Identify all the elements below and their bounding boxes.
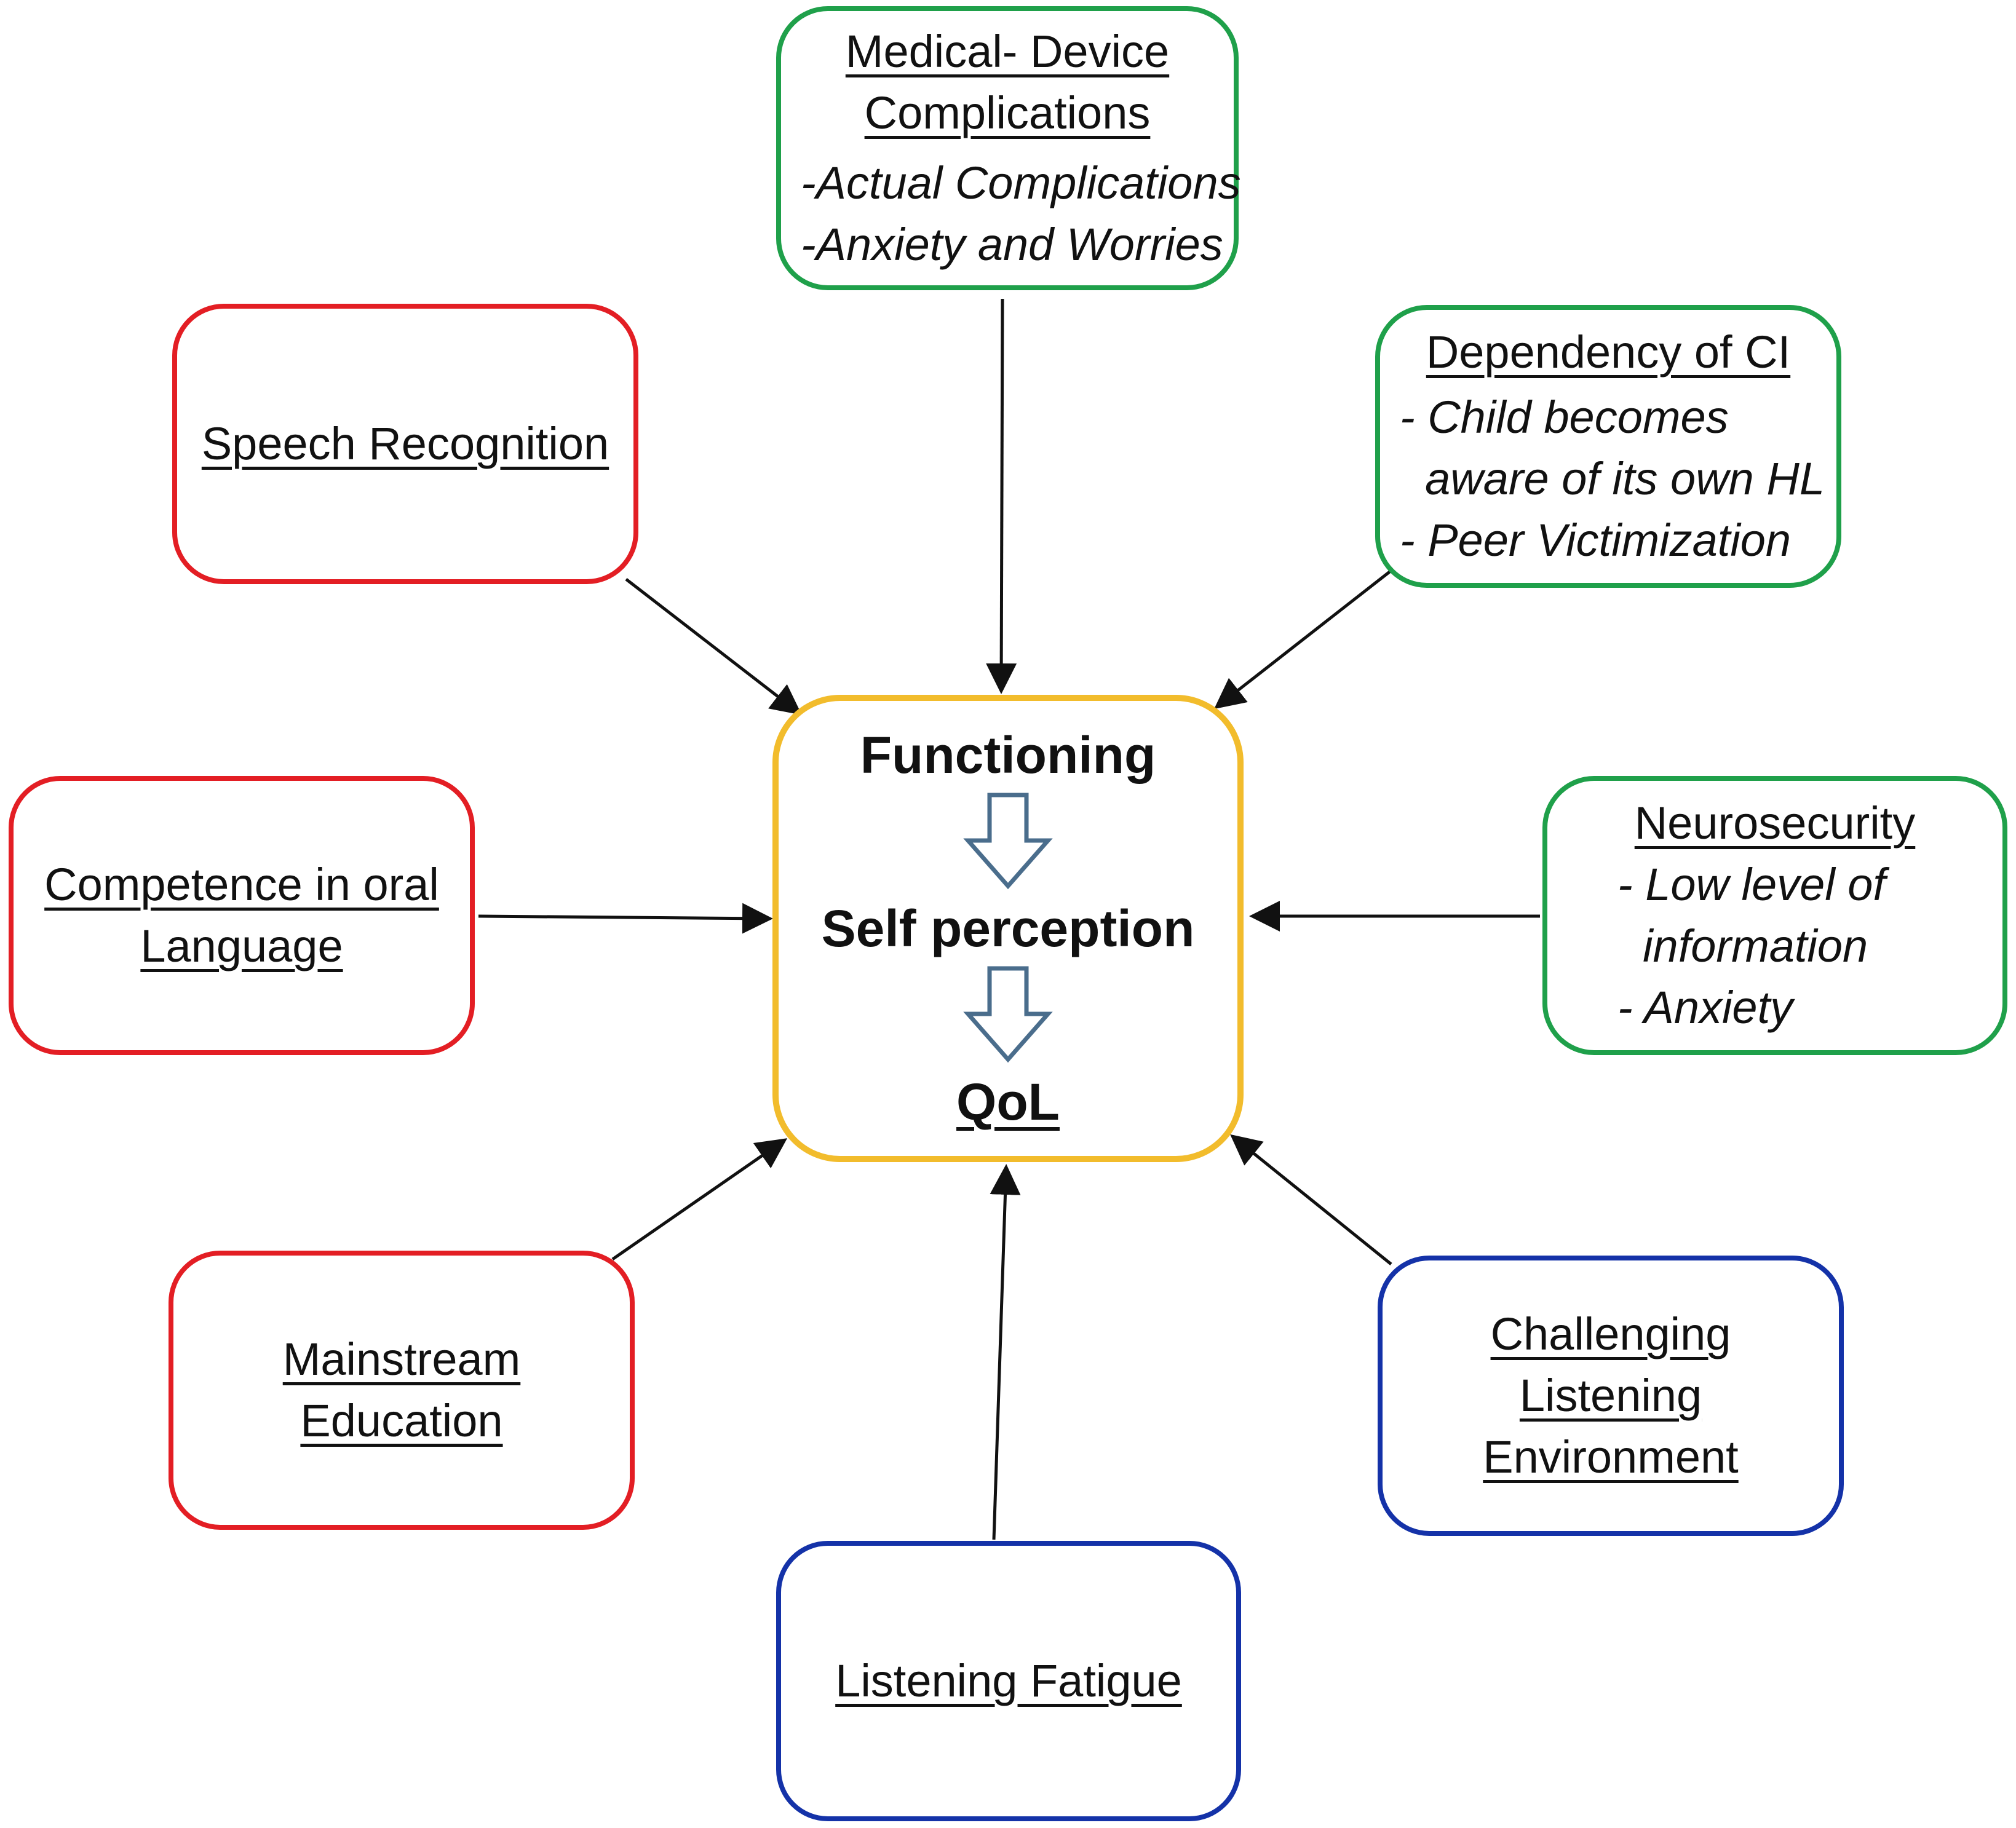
arrow-dependency bbox=[1214, 569, 1392, 710]
challenging-title-1: Challenging bbox=[1490, 1308, 1731, 1359]
neurosecurity-item: information bbox=[1617, 920, 1868, 971]
neurosecurity-title: Neurosecurity bbox=[1634, 797, 1916, 849]
self-perception-label: Self perception bbox=[821, 900, 1195, 957]
medical-device-title-1: Medical- Device bbox=[845, 26, 1170, 77]
neurosecurity-box: Neurosecurity - Low level of information… bbox=[1542, 776, 2007, 1055]
listening-fatigue-title: Listening Fatigue bbox=[835, 1655, 1182, 1706]
challenging-listening-box: Challenging Listening Environment bbox=[1378, 1256, 1844, 1536]
oral-language-box: Competence in oral Language bbox=[9, 776, 475, 1055]
oral-language-title-2: Language bbox=[140, 920, 343, 971]
neurosecurity-item: - Anxiety bbox=[1617, 982, 1793, 1033]
dependency-items: - Child becomes aware of its own HL - Pe… bbox=[1389, 387, 1825, 571]
down-arrow-icon bbox=[963, 966, 1053, 1063]
speech-recognition-box: Speech Recognition bbox=[172, 304, 638, 584]
arrow-mainstream bbox=[611, 1138, 788, 1261]
dependency-title: Dependency of CI bbox=[1426, 326, 1791, 378]
arrow-medical-device bbox=[986, 298, 1017, 694]
arrow-challenging bbox=[1230, 1134, 1392, 1265]
dependency-item: - Child becomes bbox=[1400, 392, 1729, 443]
medical-device-complications-box: Medical- Device Complications -Actual Co… bbox=[776, 6, 1241, 290]
listening-fatigue-box: Listening Fatigue bbox=[776, 1541, 1241, 1821]
oral-language-title-1: Competence in oral bbox=[44, 859, 439, 910]
down-arrow-icon bbox=[963, 793, 1053, 890]
center-box: Functioning Self perception QoL bbox=[772, 695, 1244, 1162]
mainstream-title-1: Mainstream bbox=[282, 1334, 521, 1385]
medical-device-title-2: Complications bbox=[864, 87, 1151, 138]
speech-recognition-title: Speech Recognition bbox=[201, 418, 609, 469]
medical-device-item: -Anxiety and Worries bbox=[801, 219, 1223, 270]
neurosecurity-item: - Low level of bbox=[1617, 859, 1886, 910]
arrow-listening-fatigue bbox=[990, 1164, 1021, 1540]
arrow-speech-recognition bbox=[625, 578, 802, 716]
medical-device-items: -Actual Complications -Anxiety and Worri… bbox=[790, 152, 1241, 275]
medical-device-item: -Actual Complications bbox=[801, 157, 1241, 208]
qol-label: QoL bbox=[956, 1073, 1060, 1131]
dependency-item: aware of its own HL bbox=[1400, 453, 1825, 504]
functioning-label: Functioning bbox=[860, 726, 1156, 784]
challenging-title-2: Listening bbox=[1519, 1370, 1702, 1421]
dependency-item: - Peer Victimization bbox=[1400, 515, 1792, 566]
arrow-oral-language bbox=[478, 903, 773, 934]
challenging-title-3: Environment bbox=[1483, 1431, 1739, 1482]
mainstream-title-2: Education bbox=[300, 1395, 503, 1446]
mainstream-education-box: Mainstream Education bbox=[169, 1251, 635, 1530]
dependency-of-ci-box: Dependency of CI - Child becomes aware o… bbox=[1375, 305, 1841, 588]
neurosecurity-items: - Low level of information - Anxiety bbox=[1556, 854, 1886, 1039]
